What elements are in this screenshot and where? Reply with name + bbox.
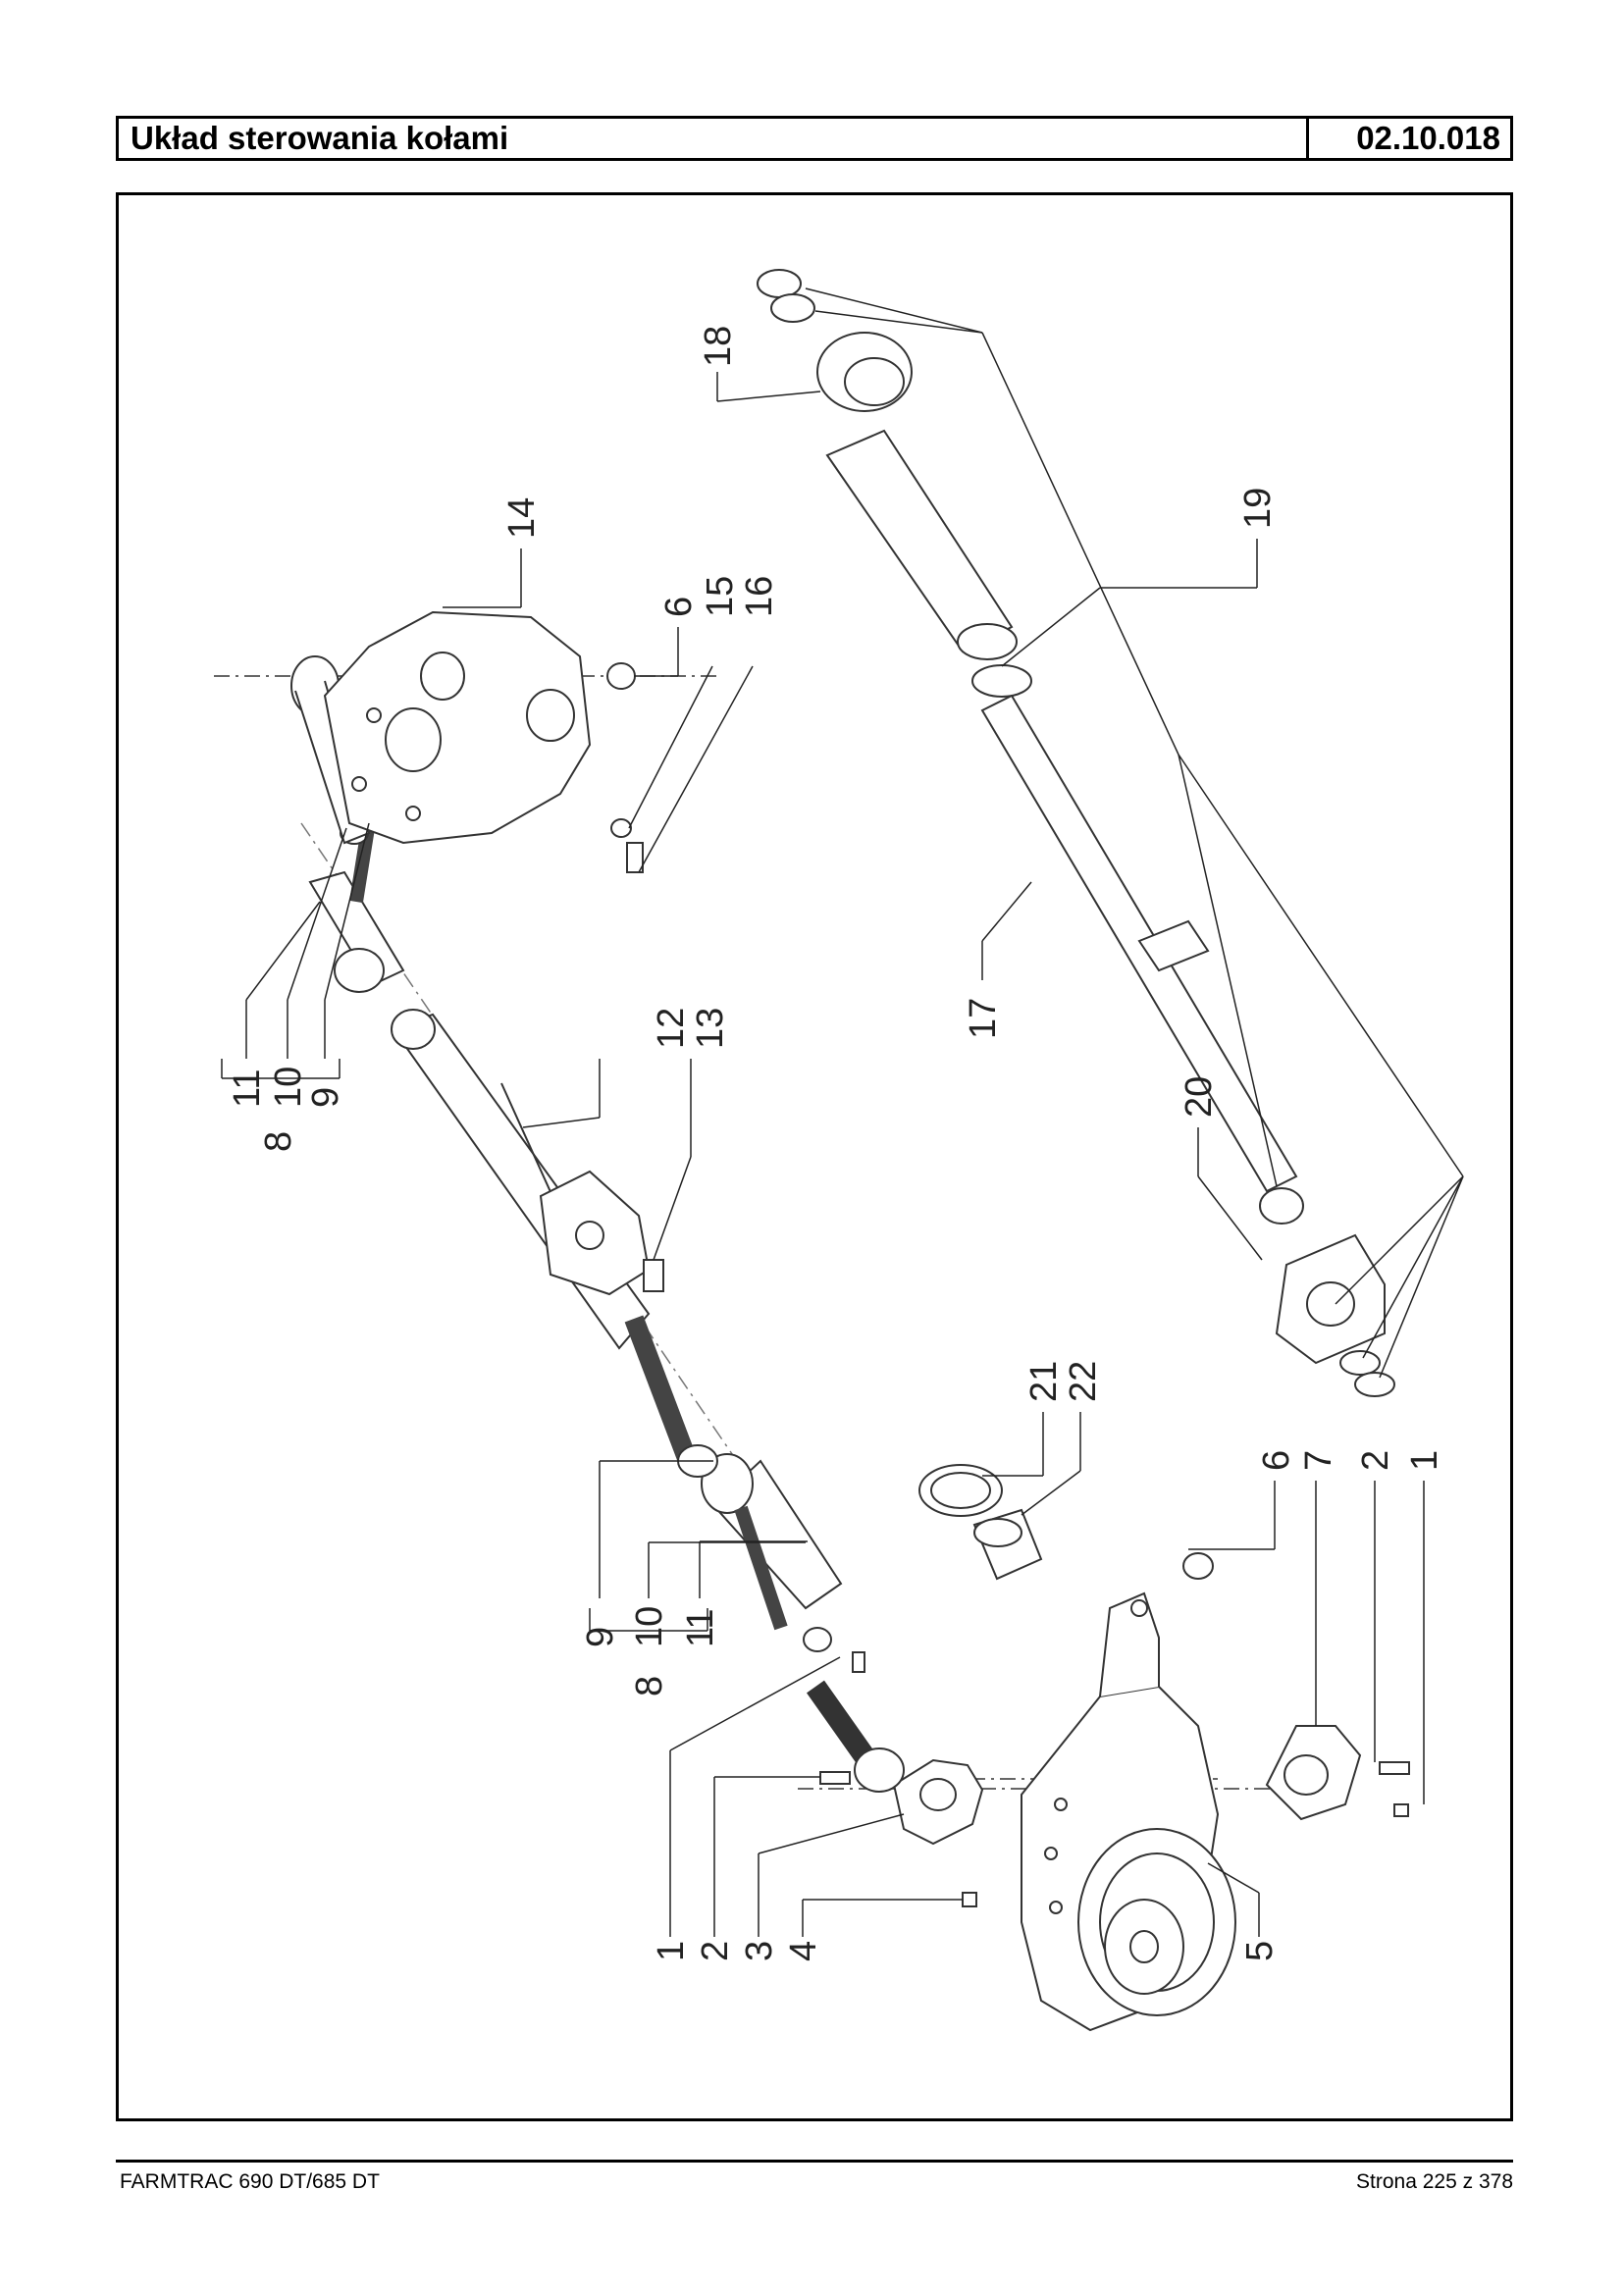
callout-22: 22 <box>1063 1361 1104 1402</box>
callout-2-upper: 2 <box>1355 1450 1396 1471</box>
footer-rule <box>116 2160 1513 2163</box>
page-title: Układ sterowania kołami <box>131 120 509 156</box>
callout-11-upper: 11 <box>227 1069 268 1108</box>
steering-cylinder <box>391 1009 718 1478</box>
footer-page-number: Strona 225 z 378 <box>1356 2170 1513 2193</box>
king-pin-cover-upper <box>1265 1725 1362 1821</box>
king-pin-cover-lower <box>892 1758 984 1846</box>
callout-3: 3 <box>739 1941 780 1961</box>
callout-14: 14 <box>501 497 543 539</box>
callout-15: 15 <box>700 576 741 617</box>
callout-1-lower: 1 <box>651 1941 692 1961</box>
callout-10-lower: 10 <box>629 1606 670 1647</box>
diagram-frame: 1 2 3 4 5 6 7 2 1 21 22 9 10 11 8 12 13 … <box>116 192 1513 2121</box>
callout-20: 20 <box>1179 1076 1220 1118</box>
steering-knuckle <box>1021 1591 1236 2032</box>
callout-8-lower: 8 <box>629 1676 670 1696</box>
callout-2-lower: 2 <box>695 1941 736 1961</box>
bushing-22 <box>972 1508 1043 1581</box>
axle-carrier <box>323 610 644 873</box>
callout-9-upper: 9 <box>305 1087 346 1108</box>
callout-16: 16 <box>739 576 780 617</box>
footer-model: FARMTRAC 690 DT/685 DT <box>120 2170 380 2193</box>
callout-11-lower: 11 <box>680 1609 721 1647</box>
page-header: Układ sterowania kołami 02.10.018 <box>116 116 1513 161</box>
callout-10-upper: 10 <box>268 1067 309 1108</box>
section-code: 02.10.018 <box>1306 119 1510 158</box>
callout-12: 12 <box>651 1008 692 1049</box>
callout-1-upper: 1 <box>1404 1450 1445 1471</box>
callout-17: 17 <box>963 998 1004 1039</box>
steering-exploded-diagram: 1 2 3 4 5 6 7 2 1 21 22 9 10 11 8 12 13 … <box>214 269 1464 2032</box>
callout-4: 4 <box>783 1941 824 1961</box>
callout-18: 18 <box>698 326 739 367</box>
callout-7: 7 <box>1298 1450 1339 1471</box>
bearing-21 <box>918 1464 1003 1517</box>
callout-6-lower: 6 <box>1256 1450 1297 1471</box>
tie-rod-end-lower <box>701 1453 905 1793</box>
callout-21: 21 <box>1023 1361 1065 1402</box>
hydraulic-cylinder <box>757 269 1395 1397</box>
callout-19: 19 <box>1237 488 1279 529</box>
callout-13: 13 <box>690 1008 731 1049</box>
callout-5: 5 <box>1239 1941 1281 1961</box>
callout-9-lower: 9 <box>580 1627 621 1647</box>
callout-8-upper: 8 <box>258 1131 299 1152</box>
callout-6-upper: 6 <box>658 597 700 617</box>
